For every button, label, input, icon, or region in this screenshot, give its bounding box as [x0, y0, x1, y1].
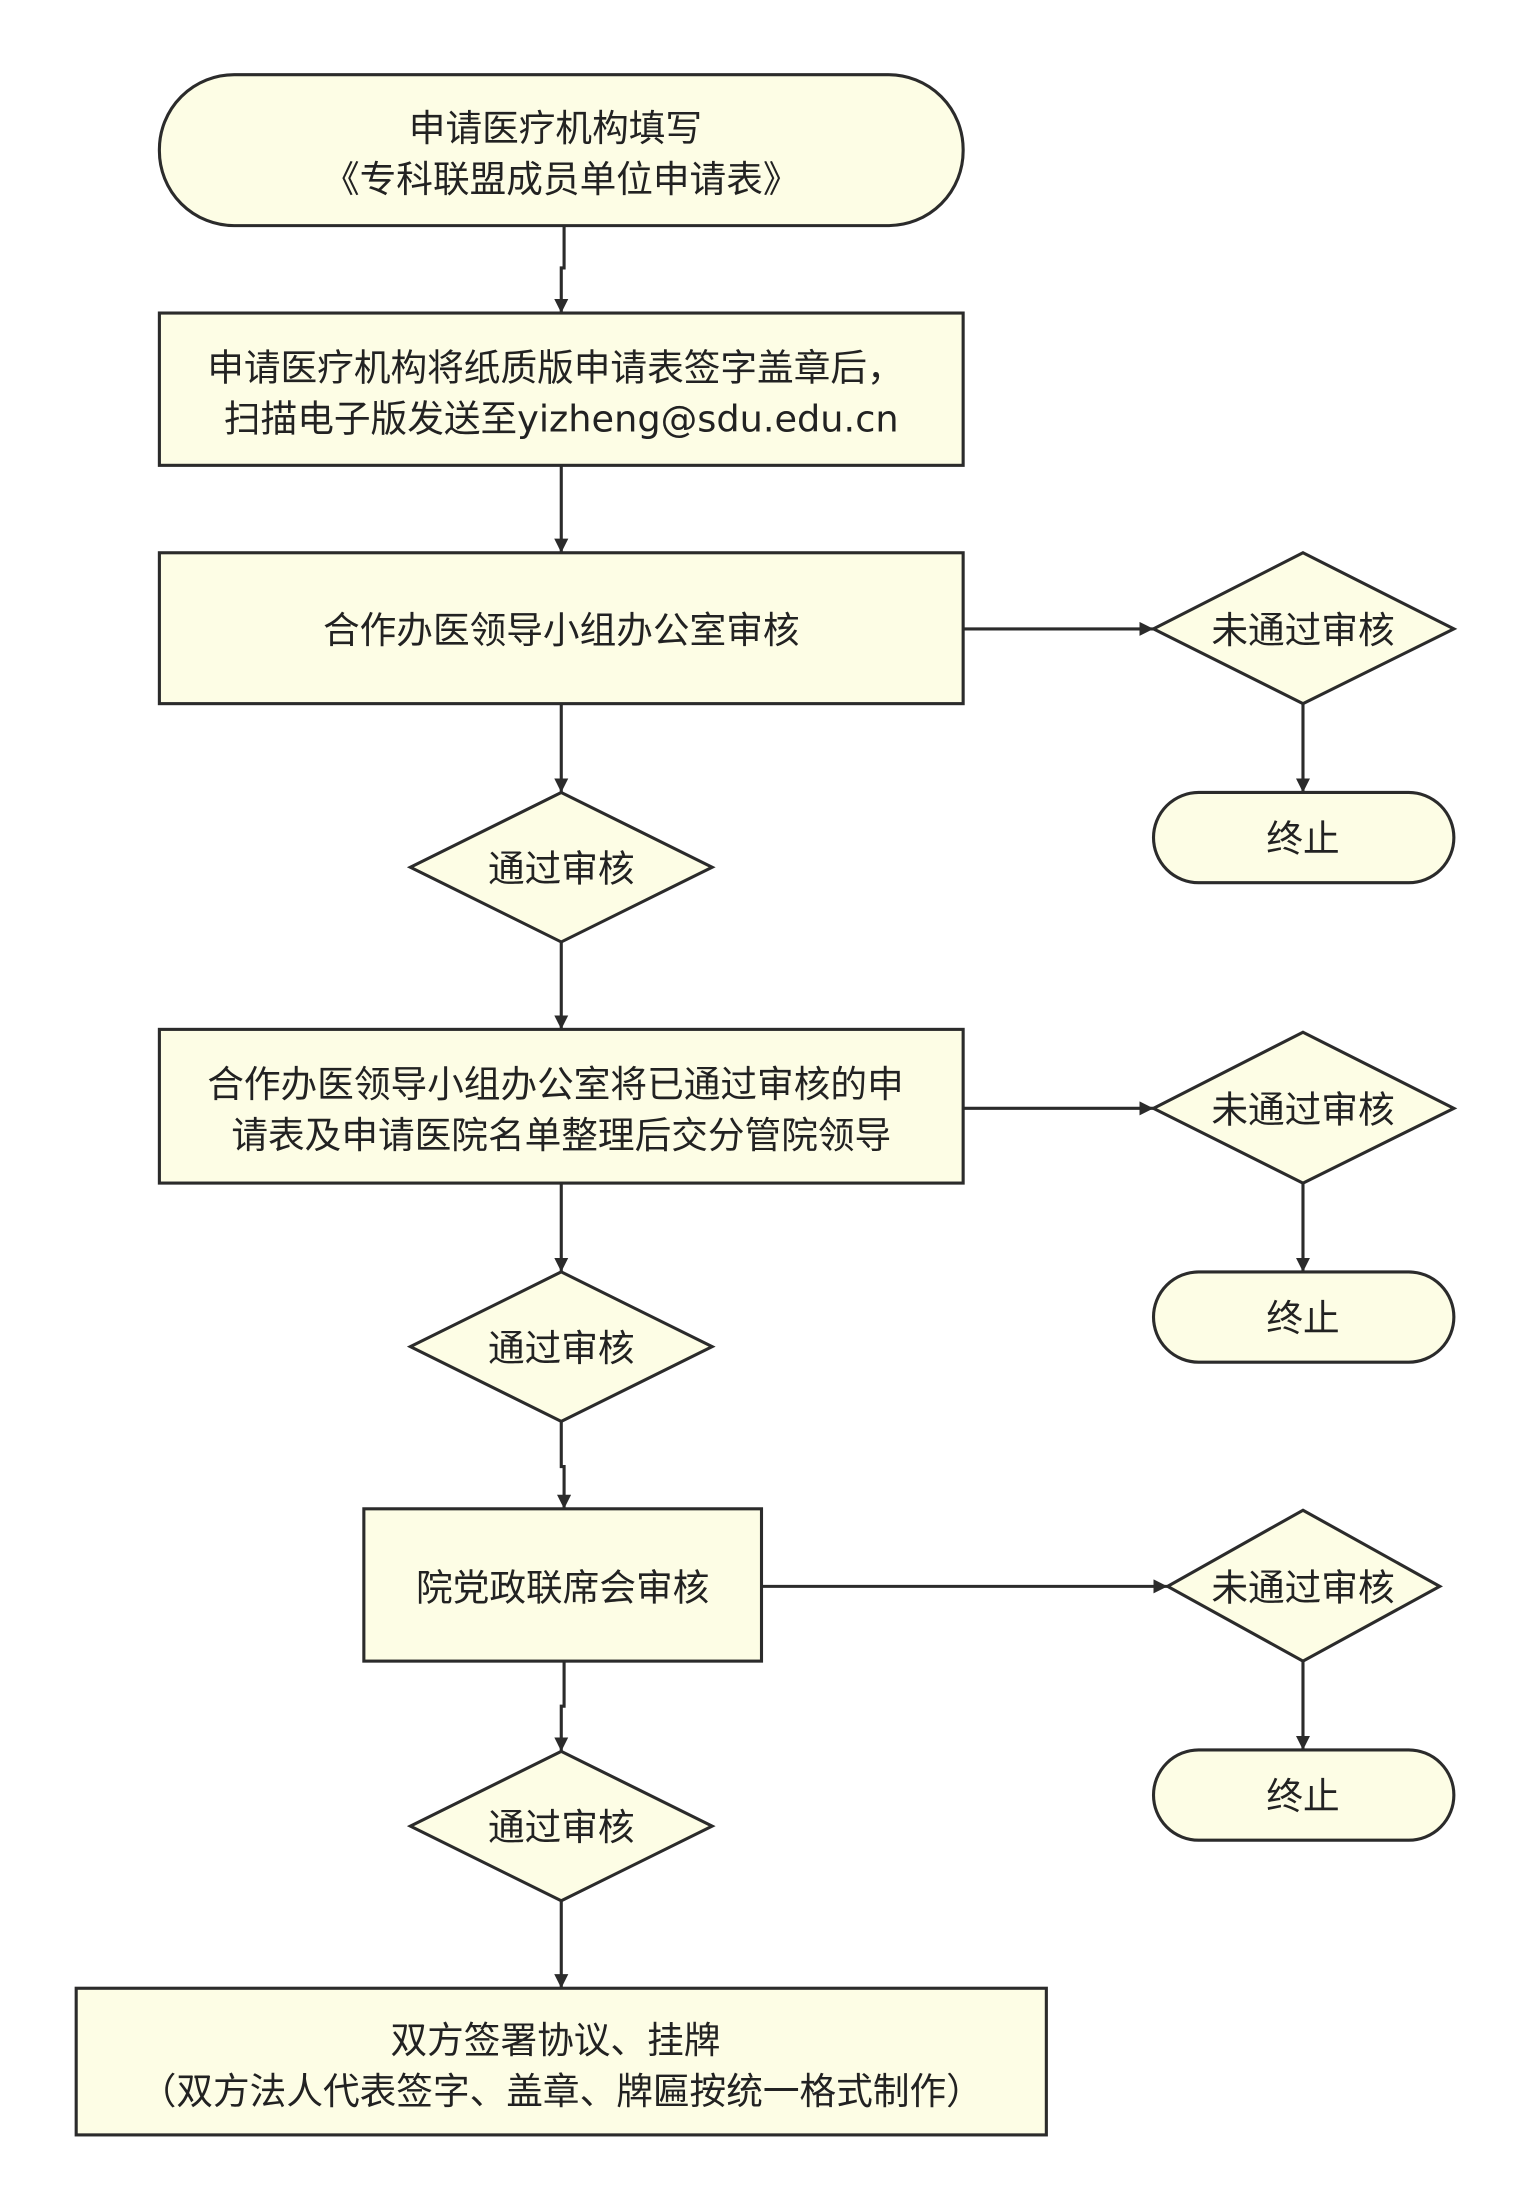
node-end-1: 终止 [1151, 790, 1456, 885]
node-sign-agreement: 双方签署协议、挂牌 （双方法人代表签字、盖章、牌匾按统一格式制作） [74, 1986, 1048, 2137]
node-office-forward-label: 合作办医领导小组办公室将已通过审核的申 请表及申请医院名单整理后交分管院领导 [207, 1063, 915, 1157]
node-submit-form: 申请医疗机构将纸质版申请表签字盖章后， 扫描电子版发送至yizheng@sdu.… [157, 311, 965, 467]
node-pass-1: 通过审核 [406, 790, 716, 944]
node-sign-agreement-label: 双方签署协议、挂牌 （双方法人代表签字、盖章、牌匾按统一格式制作） [140, 2019, 983, 2113]
edge-pass-2-to-meeting [557, 1421, 572, 1509]
node-submit-form-line-1: 申请医疗机构将纸质版申请表签字盖章后， [207, 347, 903, 390]
node-pass-3-label: 通过审核 [488, 1806, 635, 1849]
nodes: 申请医疗机构填写 《专科联盟成员单位申请表》 申请医疗机构将纸质版申请表签字盖章… [74, 73, 1458, 2137]
node-apply-fill-label: 申请医疗机构填写 《专科联盟成员单位申请表》 [323, 107, 800, 201]
node-pass-1-label: 通过审核 [488, 847, 635, 890]
node-reject-3: 未通过审核 [1164, 1508, 1443, 1663]
edges [554, 225, 1311, 1989]
node-joint-meeting-label: 院党政联席会审核 [416, 1566, 709, 1609]
node-office-forward-line-1: 合作办医领导小组办公室将已通过审核的申 [207, 1063, 903, 1106]
node-sign-agreement-line-1: 双方签署协议、挂牌 [390, 2019, 720, 2062]
node-office-forward: 合作办医领导小组办公室将已通过审核的申 请表及申请医院名单整理后交分管院领导 [157, 1027, 965, 1185]
node-reject-1-label: 未通过审核 [1211, 609, 1394, 652]
node-office-review-label: 合作办医领导小组办公室审核 [323, 609, 800, 652]
node-apply-fill: 申请医疗机构填写 《专科联盟成员单位申请表》 [157, 73, 965, 228]
node-submit-form-label: 申请医疗机构将纸质版申请表签字盖章后， 扫描电子版发送至yizheng@sdu.… [207, 347, 915, 441]
node-apply-fill-line-2: 《专科联盟成员单位申请表》 [323, 158, 800, 201]
node-joint-meeting: 院党政联席会审核 [362, 1507, 764, 1663]
node-reject-3-label: 未通过审核 [1211, 1566, 1394, 1609]
node-pass-2-label: 通过审核 [488, 1327, 635, 1370]
node-end-2-label: 终止 [1266, 1297, 1339, 1340]
node-reject-2-label: 未通过审核 [1211, 1088, 1394, 1131]
node-pass-2: 通过审核 [406, 1270, 716, 1424]
node-office-review: 合作办医领导小组办公室审核 [157, 551, 965, 706]
node-sign-agreement-line-2: （双方法人代表签字、盖章、牌匾按统一格式制作） [140, 2070, 983, 2113]
node-end-1-label: 终止 [1266, 818, 1339, 861]
node-end-2: 终止 [1151, 1270, 1456, 1364]
edge-apply-to-submit [554, 225, 569, 314]
node-reject-1: 未通过审核 [1150, 551, 1458, 706]
node-office-forward-line-2: 请表及申请医院名单整理后交分管院领导 [231, 1114, 891, 1157]
node-pass-3: 通过审核 [406, 1749, 716, 1903]
node-submit-form-line-2: 扫描电子版发送至yizheng@sdu.edu.cn [224, 397, 899, 440]
node-end-3-label: 终止 [1266, 1775, 1339, 1818]
node-reject-2: 未通过审核 [1150, 1030, 1458, 1185]
node-end-3: 终止 [1151, 1748, 1456, 1842]
node-apply-fill-line-1: 申请医疗机构填写 [409, 107, 702, 150]
edge-meeting-to-pass-3 [554, 1661, 569, 1752]
